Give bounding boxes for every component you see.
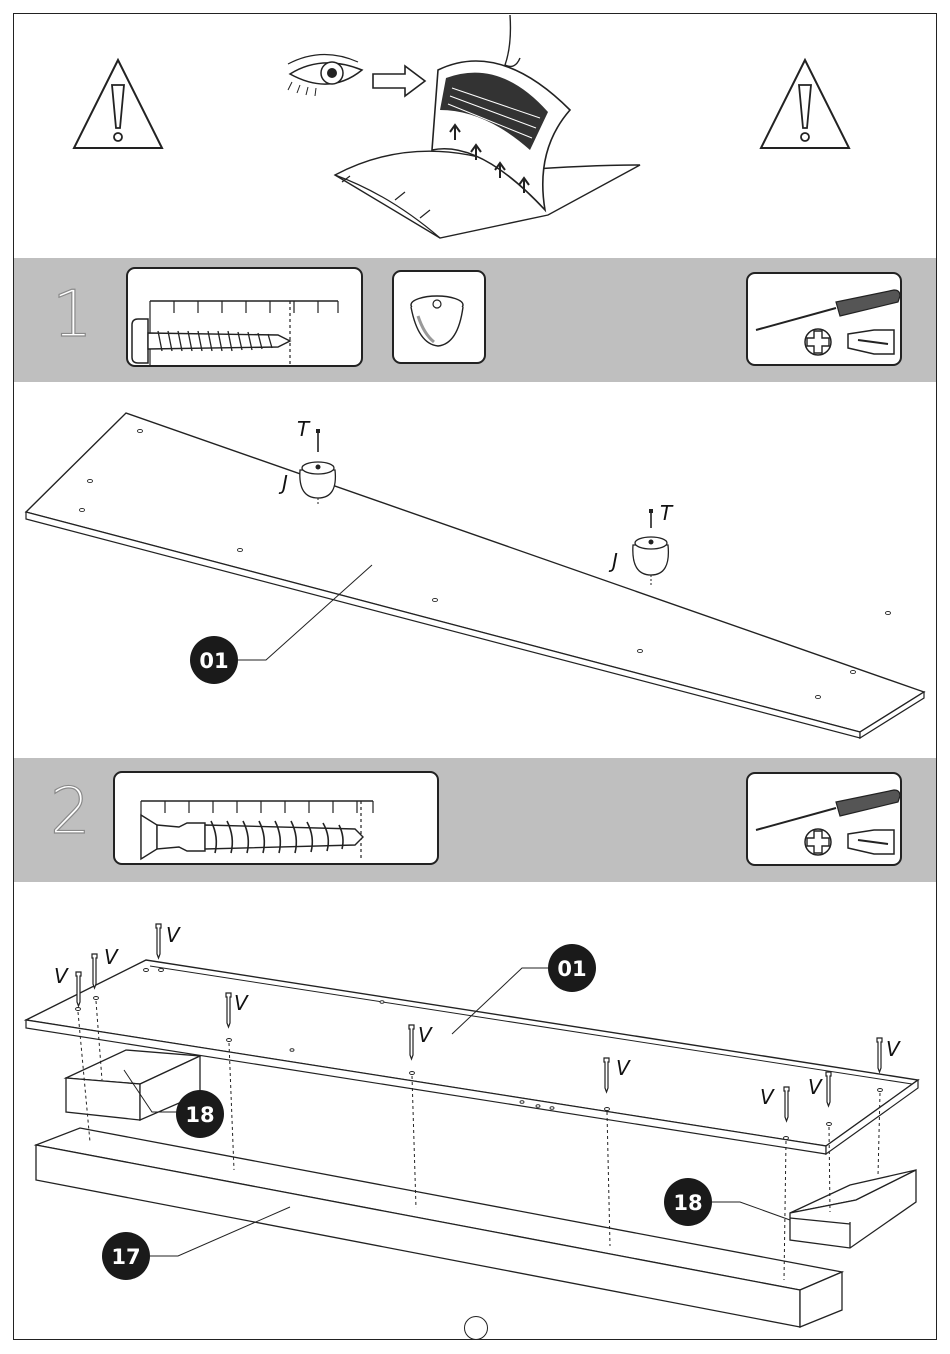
screw-size-box [126,267,363,367]
part-badge: 17 [102,1232,150,1280]
tools-box [746,272,902,366]
step-1-illustration: T J T J 01 [0,380,950,760]
svg-text:17: 17 [111,1245,140,1269]
svg-text:V: V [418,1023,433,1047]
svg-text:V: V [234,991,249,1015]
screw-size-box [113,771,439,865]
page-number-circle [464,1316,488,1340]
panel-01 [26,413,924,738]
manual-page-icon [335,15,640,238]
flat-head-icon [848,330,894,354]
screw-label: T [297,417,311,441]
rail-17 [36,1128,842,1327]
step-number: 2 [50,775,91,849]
arrow-right-icon [373,66,425,96]
svg-text:V: V [616,1056,631,1080]
tools-box [746,772,902,866]
svg-text:01: 01 [199,649,228,673]
svg-text:V: V [54,964,69,988]
warning-triangle-icon [761,60,849,148]
cap-label: J [608,549,618,573]
block-18 [790,1170,916,1248]
phillips-head-icon [805,829,831,855]
cap-icon [394,272,488,366]
svg-text:18: 18 [673,1191,702,1215]
warning-triangle-icon [74,60,162,148]
screwdriver-icon [748,274,904,368]
flat-head-icon [848,830,894,854]
svg-text:V: V [760,1085,775,1109]
step-2-illustration: V V V V V V V V V 01 18 18 17 [0,880,950,1340]
eye-icon [288,54,362,96]
svg-text:V: V [166,923,181,947]
svg-text:01: 01 [557,957,586,981]
part-badge: 18 [664,1178,712,1226]
part-badge: 01 [190,636,238,684]
screw-icon [128,269,365,369]
svg-text:V: V [104,945,119,969]
part-badge: 18 [176,1090,224,1138]
cap-box [392,270,486,364]
step-number: 1 [52,278,93,352]
svg-text:18: 18 [185,1103,214,1127]
svg-text:V: V [886,1037,901,1061]
screwdriver-icon [748,774,904,868]
svg-text:V: V [808,1075,823,1099]
screw-label: T [660,501,674,525]
read-instructions-illustration [0,0,950,260]
phillips-head-icon [805,329,831,355]
part-badge: 01 [548,944,596,992]
confirmat-screw-icon [115,773,441,867]
